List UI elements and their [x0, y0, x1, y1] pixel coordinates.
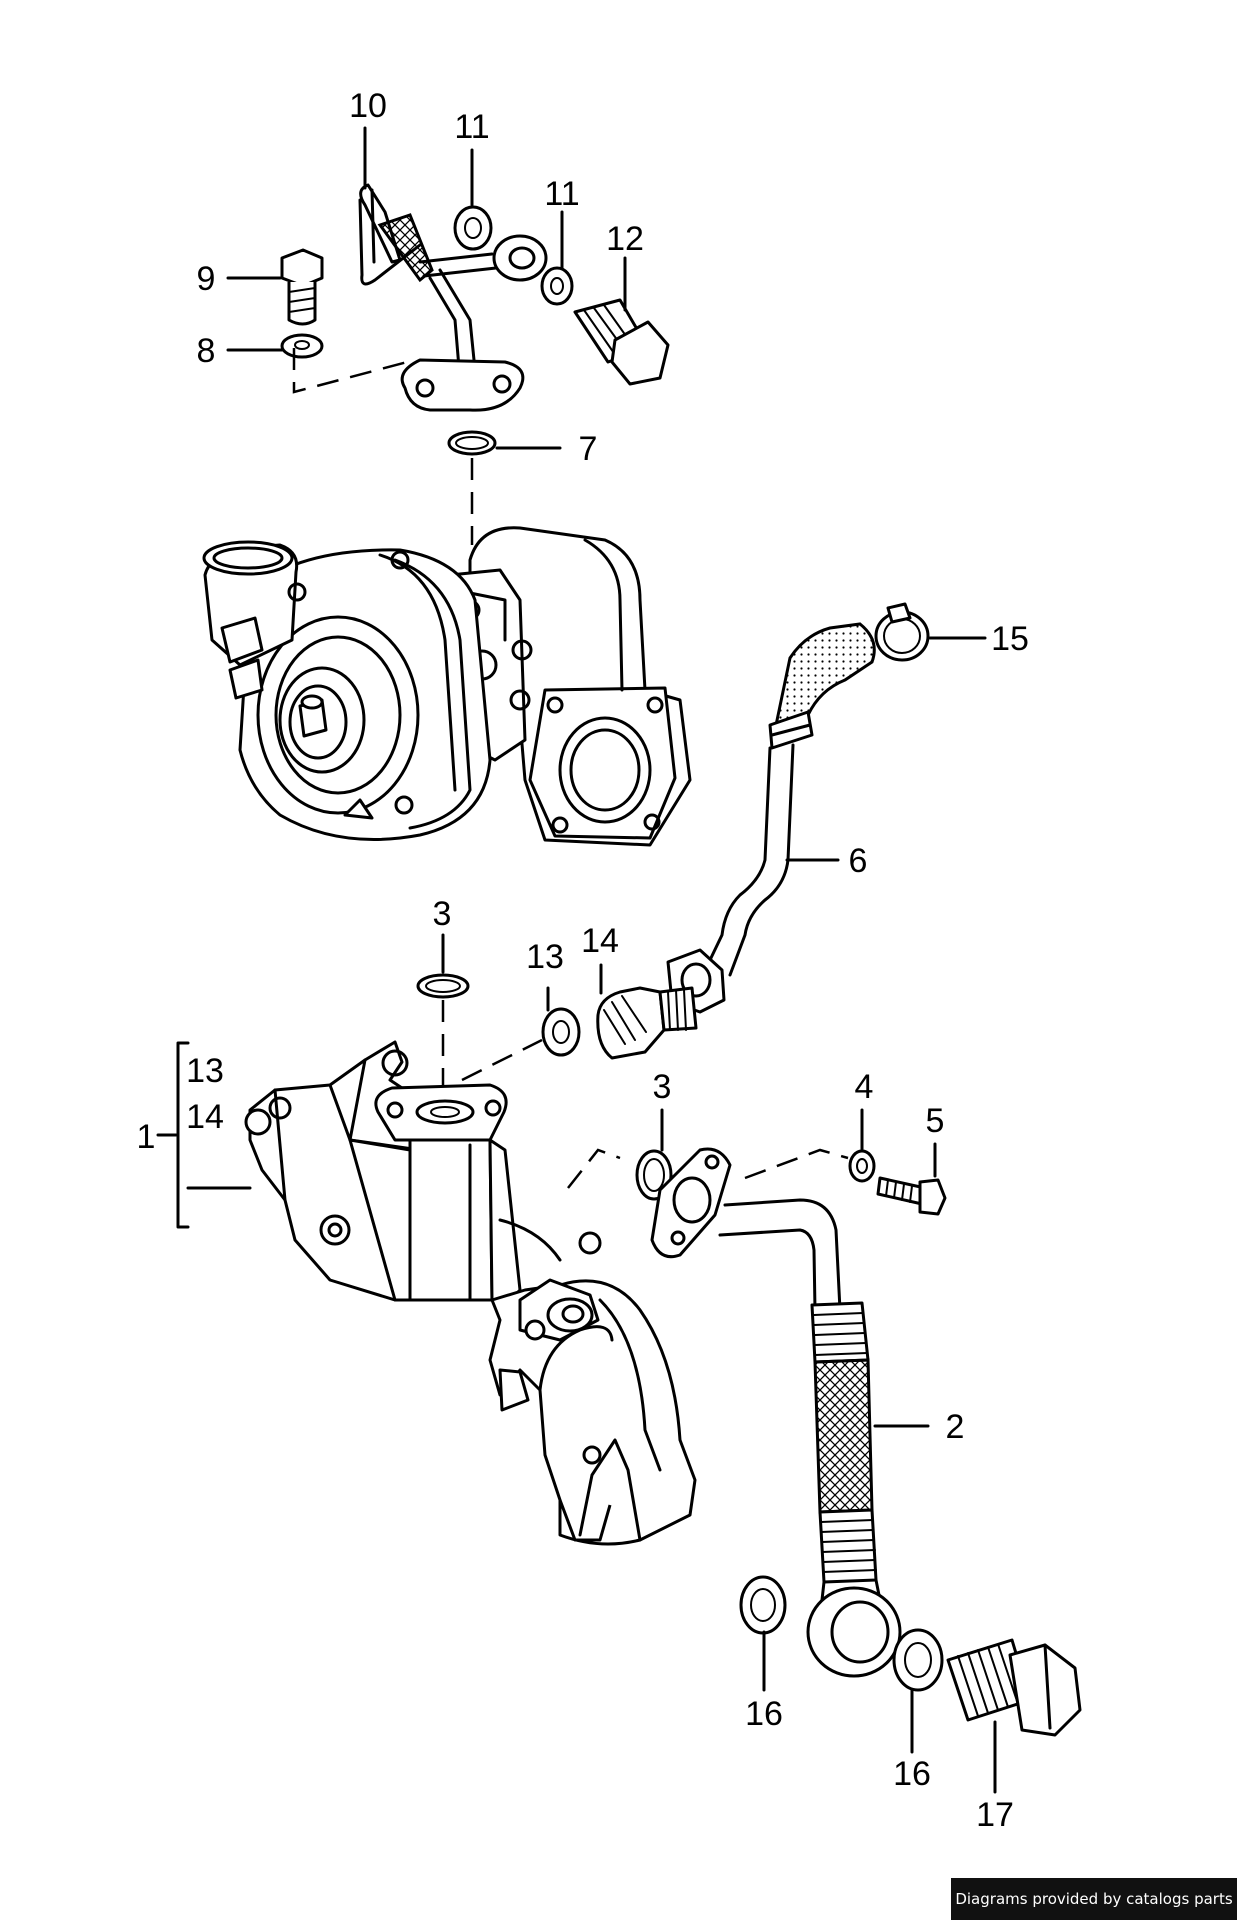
- callout-9: 9: [197, 260, 216, 298]
- callout-7: 7: [579, 430, 598, 468]
- leader-lines: [156, 126, 997, 1794]
- seal-11-top: [453, 205, 493, 251]
- callout-6: 6: [849, 842, 868, 880]
- seal-16-left: [739, 1575, 787, 1635]
- callout-15: 15: [991, 620, 1029, 658]
- callout-11-lower: 11: [544, 175, 579, 213]
- turbocharger: [202, 526, 692, 847]
- adapter-14: [596, 986, 698, 1060]
- bolt-9: [280, 248, 324, 326]
- callout-3-upper: 3: [433, 895, 452, 933]
- support-bracket-1: [244, 1040, 697, 1546]
- bolt-5: [876, 1176, 947, 1216]
- callout-13-bracket: 13: [186, 1052, 224, 1090]
- callout-3-lower: 3: [653, 1068, 672, 1106]
- callout-5: 5: [926, 1102, 945, 1140]
- washer-4: [848, 1149, 876, 1183]
- callout-13-upper: 13: [526, 938, 564, 976]
- callout-14-bracket: 14: [186, 1098, 224, 1136]
- callout-12: 12: [606, 220, 644, 258]
- oil-return-hose-6: [708, 622, 876, 977]
- banjo-bolt-17: [946, 1638, 1082, 1737]
- o-ring-3-upper: [416, 973, 470, 999]
- callout-1: 1: [137, 1118, 156, 1156]
- seal-16-right: [892, 1628, 944, 1692]
- oil-feed-line: [358, 183, 548, 412]
- callout-10: 10: [349, 87, 387, 125]
- callout-16-left: 16: [745, 1695, 783, 1733]
- banjo-bolt-12: [573, 298, 670, 386]
- washer-8: [280, 333, 324, 359]
- callout-8: 8: [197, 332, 216, 370]
- credit-text: Diagrams provided by catalogs parts: [955, 1890, 1233, 1908]
- callout-2: 2: [946, 1408, 965, 1446]
- callout-17: 17: [976, 1796, 1014, 1834]
- callout-11-top: 11: [454, 108, 489, 146]
- callout-16-right: 16: [893, 1755, 931, 1793]
- callout-4: 4: [855, 1068, 874, 1106]
- hose-clamp-15: [874, 602, 930, 662]
- seal-11-lower: [540, 266, 574, 306]
- oil-return-pipe-2: [650, 1147, 902, 1678]
- callout-14-upper: 14: [581, 922, 619, 960]
- o-ring-7: [447, 430, 497, 456]
- seal-13: [541, 1007, 581, 1057]
- credit-footer: Diagrams provided by catalogs parts: [951, 1878, 1237, 1920]
- callout-labels: 10 11 11 12 9 8 7 15 6 3 13 14 13 14 1 3…: [137, 87, 1029, 1834]
